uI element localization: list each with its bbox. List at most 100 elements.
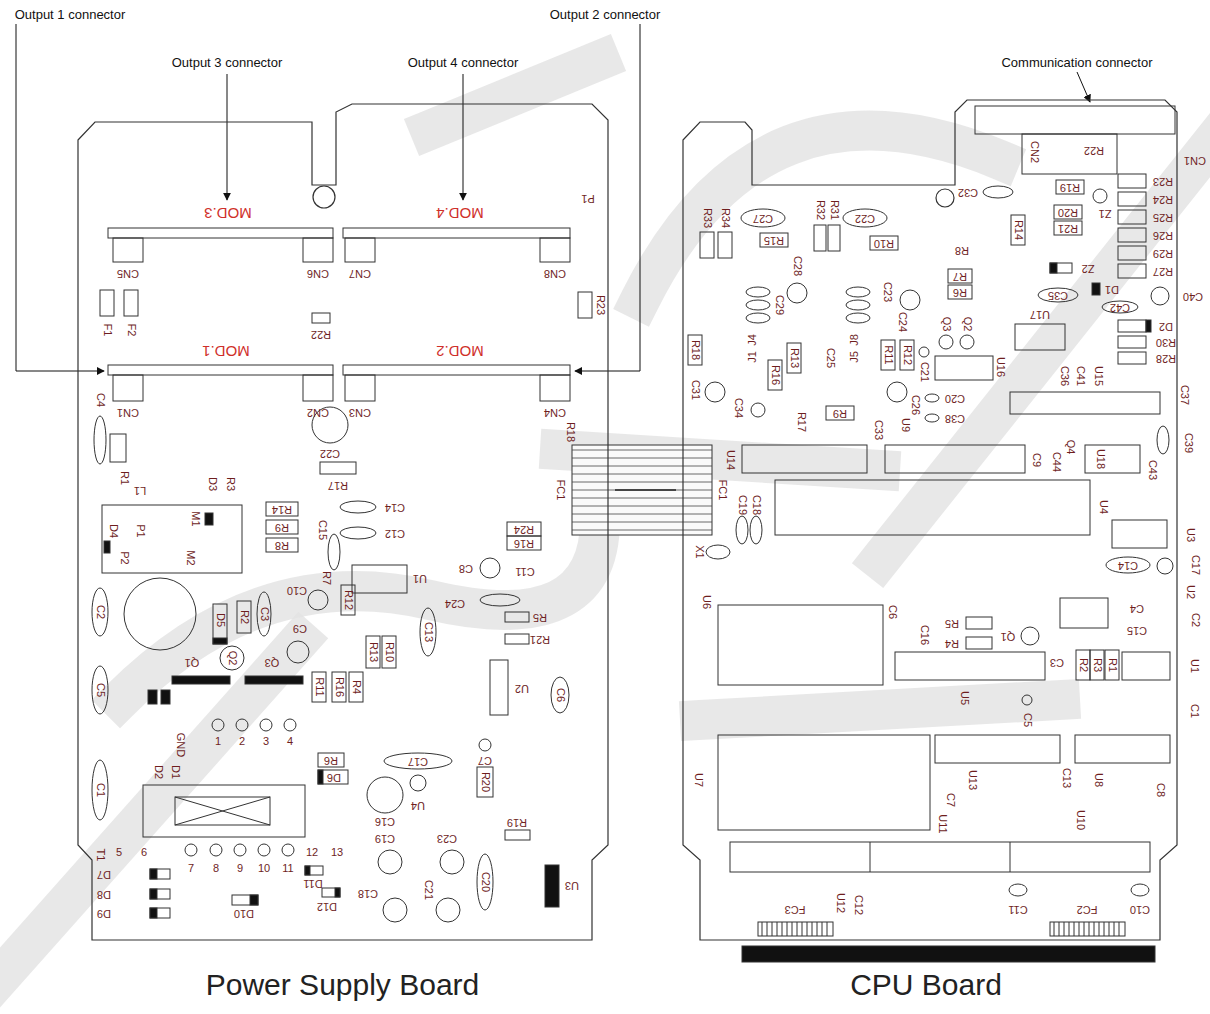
component-label: U16: [995, 357, 1006, 377]
component-label: U1: [1189, 659, 1200, 673]
detail-line: [777, 922, 778, 936]
component-outline: [345, 238, 375, 262]
component-label: C6: [887, 605, 898, 619]
component-outline: [700, 232, 714, 258]
component-label: J1: [747, 351, 758, 363]
detail-line: [1074, 922, 1075, 936]
detail-line: [1010, 842, 1011, 872]
component-label: C21: [919, 362, 930, 382]
component-outline: [1118, 352, 1146, 364]
capacitor-outline: [340, 501, 376, 513]
detail-line: [1099, 922, 1100, 936]
component-label: F2: [126, 324, 137, 337]
component-label: C10: [287, 585, 307, 596]
capacitor-outline: [551, 677, 569, 713]
marker-block: [545, 865, 559, 907]
component-outline: [266, 538, 298, 552]
board-outline: [70, 95, 615, 1005]
marker-block: [213, 638, 227, 644]
component-outline: [828, 225, 840, 251]
component-label: C13: [423, 622, 434, 642]
detail-line: [782, 922, 783, 936]
component-outline: [175, 797, 270, 825]
component-label: R18: [690, 340, 701, 360]
component-label: Z2: [1082, 263, 1095, 274]
component-label: U13: [967, 770, 978, 790]
component-label: D4: [108, 524, 119, 538]
capacitor-outline: [420, 608, 436, 656]
component-label: U12: [835, 893, 846, 913]
component-label: CN5: [117, 268, 139, 279]
component-outline: [303, 375, 333, 401]
component-label: R27: [1153, 266, 1173, 277]
component-label: 9: [237, 863, 243, 874]
component-label: D11: [303, 878, 322, 889]
leader-line: [463, 74, 464, 200]
component-outline: [1056, 180, 1084, 194]
component-label: R25: [1153, 212, 1173, 223]
component-label: Q1: [185, 657, 200, 668]
component-outline: [758, 922, 833, 936]
mounting-hole: [936, 189, 954, 207]
component-label: U8: [1093, 773, 1104, 787]
board-edge: [78, 104, 608, 940]
component-label: C6: [555, 688, 566, 702]
component-label: C44: [1051, 452, 1062, 472]
component-outline: [1075, 735, 1170, 763]
component-label: T1: [95, 849, 106, 862]
component-outline: [540, 238, 570, 262]
marker-block: [161, 690, 170, 704]
component-label: C15: [317, 520, 328, 540]
leader-line: [16, 24, 104, 371]
component-outline: [303, 238, 333, 262]
component-outline: [1022, 134, 1117, 174]
component-label: R8: [275, 540, 289, 551]
watermark-stroke: [700, 700, 1060, 720]
component-outline: [343, 228, 570, 238]
component-outline: [150, 869, 170, 879]
component-label: C8: [459, 563, 473, 574]
component-outline: [1054, 205, 1082, 219]
component-label: R22: [311, 329, 331, 340]
ribbon-body: [572, 445, 712, 535]
mounting-hole: [313, 186, 335, 208]
component-label: U1: [413, 573, 427, 584]
component-label: C39: [1183, 433, 1194, 453]
capacitor-outline: [1157, 426, 1169, 454]
component-label: D10: [234, 908, 254, 919]
component-outline: [143, 785, 305, 837]
component-label: D2: [153, 765, 164, 779]
component-label: R9: [833, 408, 847, 419]
capacitor-symbol: [287, 641, 309, 663]
component-label: R9: [275, 522, 289, 533]
connector-name: MOD.3: [204, 206, 252, 221]
component-label: C41: [1075, 366, 1086, 386]
component-outline: [113, 375, 143, 401]
component-label: 5: [116, 847, 122, 858]
component-label: C7: [478, 755, 492, 766]
component-label: R7: [321, 571, 332, 585]
watermark-stroke: [0, 640, 300, 1000]
capacitor-symbol: [919, 347, 929, 357]
component-outline: [578, 292, 592, 318]
component-label: C38: [945, 413, 965, 424]
component-outline: [507, 522, 541, 536]
component-label: D12: [317, 901, 337, 912]
component-label: C11: [515, 566, 534, 577]
component-label: R3: [1092, 658, 1103, 672]
component-label: R32: [815, 200, 826, 220]
watermark: [0, 60, 1210, 1000]
component-label: C20: [945, 393, 965, 404]
component-label: R21: [530, 634, 550, 645]
component-outline: [100, 290, 114, 316]
component-label: P1: [581, 193, 594, 204]
component-label: F1: [102, 324, 113, 337]
component-label: R23: [595, 295, 606, 315]
callout-text: Communication connector: [1001, 56, 1152, 69]
component-label: U4: [1098, 500, 1109, 514]
component-label: C15: [1127, 625, 1147, 636]
component-label: U2: [1185, 585, 1196, 599]
component-label: U7: [693, 773, 704, 787]
component-outline: [881, 340, 895, 370]
component-label: D6: [327, 772, 341, 783]
